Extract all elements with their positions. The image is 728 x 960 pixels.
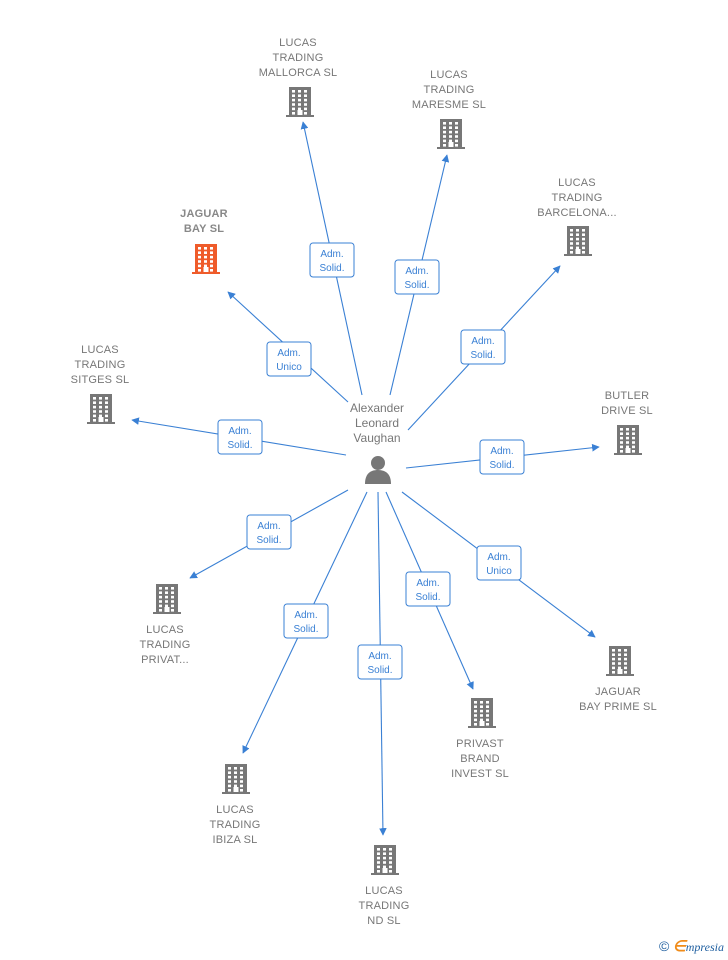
company-label-line-1: LUCAS (146, 624, 184, 636)
company-label-line-1: LUCAS (430, 69, 468, 81)
company-node-barcelona[interactable]: LUCAS TRADING BARCELONA... (537, 177, 617, 256)
company-label-line-2: TRADING (424, 84, 475, 96)
company-node-privat[interactable]: LUCAS TRADING PRIVAT... (140, 584, 191, 666)
company-label-line-2: TRADING (273, 52, 324, 64)
company-node-sitges[interactable]: LUCAS TRADING SITGES SL (71, 344, 130, 424)
role-badge-butler: Adm. Solid. (479, 439, 525, 475)
company-label-line-3: MARESME SL (412, 99, 486, 111)
role-badge-maresme: Adm. Solid. (394, 259, 440, 295)
building-icon (87, 394, 115, 424)
role-line-2: Solid. (256, 535, 281, 546)
company-label-line-1: PRIVAST (456, 738, 504, 750)
company-label-line-2: TRADING (359, 900, 410, 912)
person-name-line-2: Leonard (355, 416, 399, 430)
person-icon (365, 456, 391, 484)
company-node-jaguarbay[interactable]: JAGUAR BAY SL (180, 208, 228, 274)
company-label-line-3: ND SL (367, 915, 400, 927)
role-line-2: Solid. (404, 280, 429, 291)
building-icon (153, 584, 181, 614)
role-line-1: Adm. (228, 426, 251, 437)
role-line-1: Adm. (471, 336, 494, 347)
role-line-2: Solid. (470, 350, 495, 361)
company-label-line-1: JAGUAR (180, 208, 228, 220)
role-line-1: Adm. (277, 348, 300, 359)
role-badge-jaguarbay: Adm. Unico (266, 341, 312, 377)
company-label-line-3: INVEST SL (451, 768, 509, 780)
role-line-1: Adm. (368, 651, 391, 662)
building-icon (286, 87, 314, 117)
company-label-line-1: LUCAS (216, 804, 254, 816)
building-icon (606, 646, 634, 676)
empresia-logo-text: mpresia (685, 940, 724, 954)
building-icon (192, 244, 220, 274)
building-icon (564, 226, 592, 256)
role-badge-privast: Adm. Solid. (405, 571, 451, 607)
role-badge-nd: Adm. Solid. (357, 644, 403, 680)
center-person[interactable]: Alexander Leonard Vaughan (350, 401, 404, 484)
role-line-2: Unico (486, 566, 512, 577)
role-line-2: Solid. (319, 263, 344, 274)
company-label-line-1: BUTLER (605, 390, 650, 402)
role-line-1: Adm. (487, 552, 510, 563)
role-line-1: Adm. (490, 446, 513, 457)
company-label-line-2: BAY PRIME SL (579, 701, 657, 713)
company-label-line-2: TRADING (552, 192, 603, 204)
company-label-line-1: JAGUAR (595, 686, 641, 698)
role-badge-privat: Adm. Solid. (246, 514, 292, 550)
role-line-2: Solid. (489, 460, 514, 471)
company-label-line-1: LUCAS (558, 177, 596, 189)
company-node-privast[interactable]: PRIVAST BRAND INVEST SL (451, 698, 509, 780)
company-label-line-3: PRIVAT... (141, 654, 189, 666)
empresia-logo-initial: ∈ (672, 939, 686, 955)
company-label-line-2: BAY SL (184, 223, 224, 235)
company-node-butler[interactable]: BUTLER DRIVE SL (601, 390, 653, 455)
copyright-icon: © (659, 938, 670, 954)
company-node-nd[interactable]: LUCAS TRADING ND SL (359, 845, 410, 927)
role-badge-ibiza: Adm. Solid. (283, 603, 329, 639)
role-line-2: Unico (276, 362, 302, 373)
role-badge-barcelona: Adm. Solid. (460, 329, 506, 365)
role-badge-sitges: Adm. Solid. (217, 419, 263, 455)
building-icon (222, 764, 250, 794)
company-label-line-1: LUCAS (365, 885, 403, 897)
role-line-1: Adm. (405, 266, 428, 277)
role-line-1: Adm. (416, 578, 439, 589)
company-label-line-2: DRIVE SL (601, 405, 653, 417)
company-label-line-2: TRADING (210, 819, 261, 831)
role-line-1: Adm. (320, 249, 343, 260)
footer-brand: © ∈mpresia (659, 937, 724, 956)
role-badge-jaguarprime: Adm. Unico (476, 545, 522, 581)
company-label-line-2: TRADING (75, 359, 126, 371)
company-label-line-3: MALLORCA SL (259, 67, 338, 79)
role-line-1: Adm. (257, 521, 280, 532)
building-icon (437, 119, 465, 149)
company-label-line-3: SITGES SL (71, 374, 130, 386)
building-icon (468, 698, 496, 728)
role-line-2: Solid. (367, 665, 392, 676)
company-label-line-1: LUCAS (81, 344, 119, 356)
company-node-jaguarprime[interactable]: JAGUAR BAY PRIME SL (579, 646, 657, 713)
person-name-line-3: Vaughan (353, 431, 400, 445)
building-icon (614, 425, 642, 455)
role-line-2: Solid. (293, 624, 318, 635)
company-node-ibiza[interactable]: LUCAS TRADING IBIZA SL (210, 764, 261, 846)
role-badge-mallorca: Adm. Solid. (309, 242, 355, 278)
company-label-line-2: TRADING (140, 639, 191, 651)
company-label-line-3: IBIZA SL (212, 834, 257, 846)
company-node-mallorca[interactable]: LUCAS TRADING MALLORCA SL (259, 37, 338, 117)
company-label-line-1: LUCAS (279, 37, 317, 49)
role-line-1: Adm. (294, 610, 317, 621)
company-label-line-2: BRAND (460, 753, 500, 765)
person-name-line-1: Alexander (350, 401, 404, 415)
role-line-2: Solid. (227, 440, 252, 451)
role-line-2: Solid. (415, 592, 440, 603)
company-node-maresme[interactable]: LUCAS TRADING MARESME SL (412, 69, 486, 149)
company-label-line-3: BARCELONA... (537, 207, 616, 219)
building-icon (371, 845, 399, 875)
